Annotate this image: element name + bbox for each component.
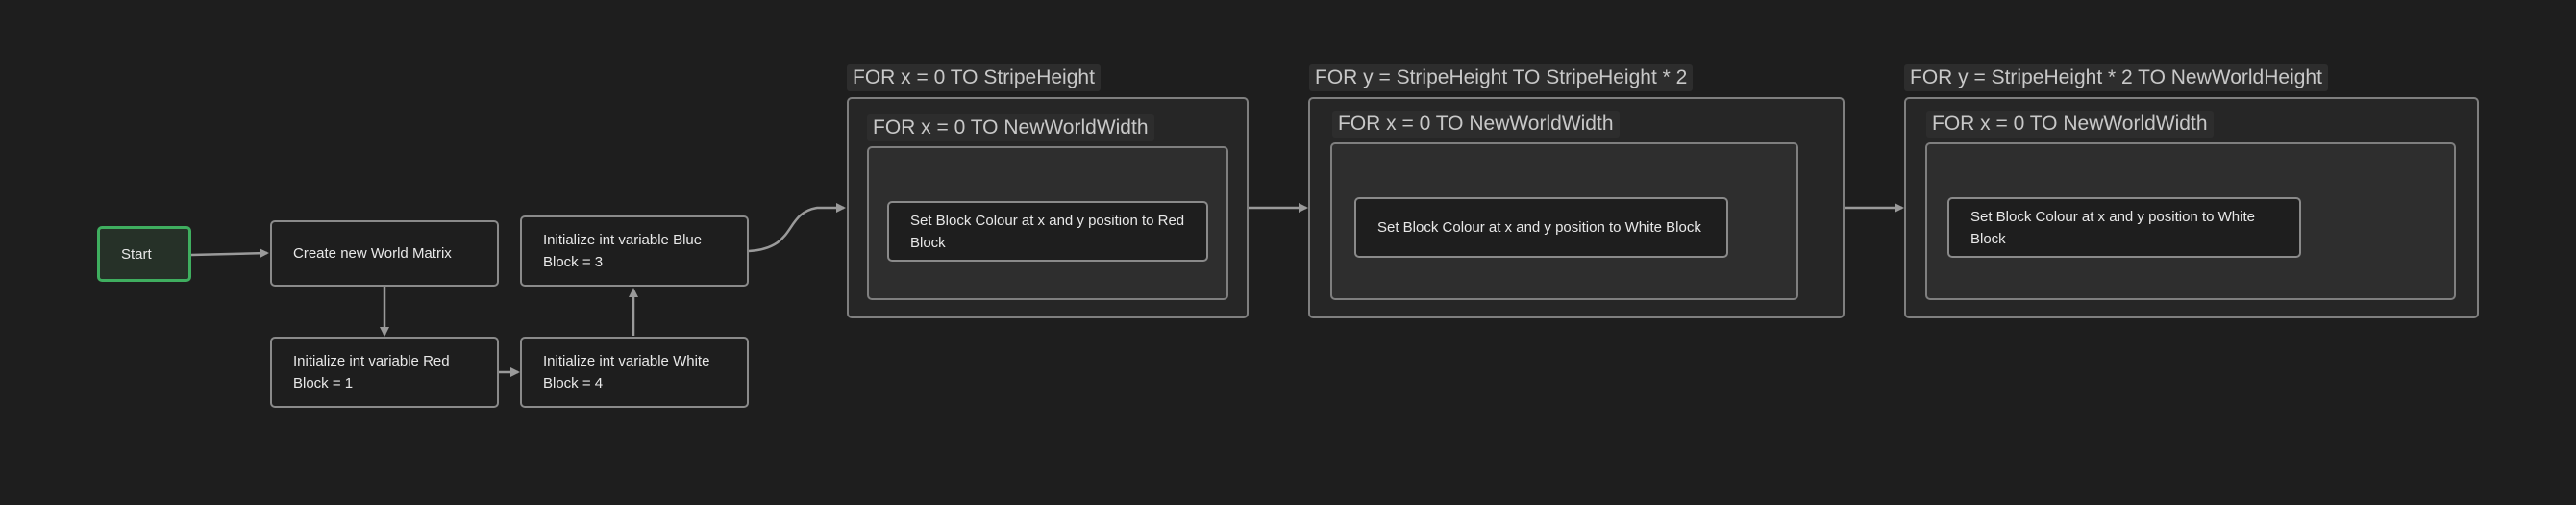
start-node[interactable]: Start [97, 226, 191, 282]
init-red-block-label: Initialize int variable Red Block = 1 [293, 353, 450, 391]
set-white-block-label-2: Set Block Colour at x and y position to … [1970, 208, 2255, 247]
set-white-block-node-2[interactable]: Set Block Colour at x and y position to … [1947, 197, 2301, 258]
loop2-outer-label: FOR y = StripeHeight TO StripeHeight * 2 [1309, 64, 1694, 91]
loop3-outer-label: FOR y = StripeHeight * 2 TO NewWorldHeig… [1904, 64, 2328, 91]
loop1-inner-label: FOR x = 0 TO NewWorldWidth [867, 114, 1154, 141]
loop3-inner-label: FOR x = 0 TO NewWorldWidth [1926, 111, 2214, 138]
set-white-block-node-1[interactable]: Set Block Colour at x and y position to … [1354, 197, 1728, 258]
init-white-block-node[interactable]: Initialize int variable White Block = 4 [520, 337, 749, 408]
init-blue-block-label: Initialize int variable Blue Block = 3 [543, 232, 703, 270]
init-red-block-node[interactable]: Initialize int variable Red Block = 1 [270, 337, 499, 408]
set-red-block-node[interactable]: Set Block Colour at x and y position to … [887, 201, 1208, 262]
edge-start-to-create [190, 248, 269, 259]
set-white-block-label-1: Set Block Colour at x and y position to … [1377, 219, 1701, 236]
init-blue-block-node[interactable]: Initialize int variable Blue Block = 3 [520, 215, 749, 287]
edge-blue-to-loop1 [748, 203, 846, 253]
loop2-inner-label: FOR x = 0 TO NewWorldWidth [1332, 111, 1620, 138]
create-world-matrix-node[interactable]: Create new World Matrix [270, 220, 499, 287]
set-red-block-label: Set Block Colour at x and y position to … [910, 212, 1185, 251]
init-white-block-label: Initialize int variable White Block = 4 [543, 353, 710, 391]
create-world-matrix-label: Create new World Matrix [293, 245, 452, 262]
loop1-outer-label: FOR x = 0 TO StripeHeight [847, 64, 1101, 91]
start-node-label: Start [121, 245, 152, 263]
